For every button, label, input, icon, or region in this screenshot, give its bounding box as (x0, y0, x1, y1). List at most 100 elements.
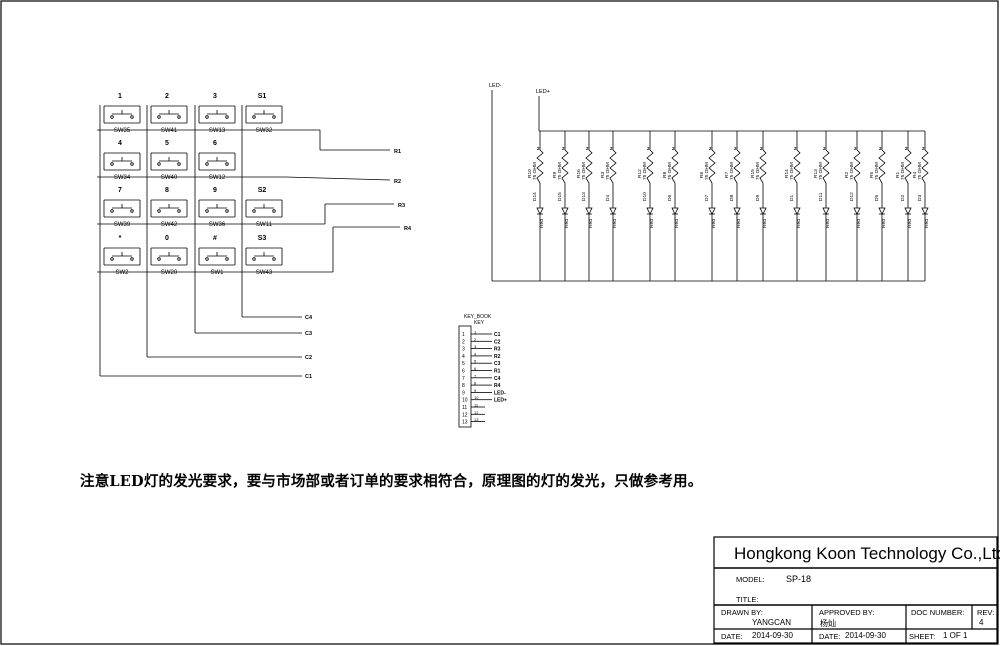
switch-contact (272, 209, 276, 213)
switch-ref: SW39 (114, 222, 131, 228)
pin-number: 2 (586, 146, 589, 151)
switch-contact (130, 209, 134, 213)
switch-contact (225, 209, 229, 213)
resistor (759, 149, 767, 184)
pin-number: 2 (854, 146, 857, 151)
resistor-ref: R3 (600, 172, 606, 178)
diode (708, 207, 716, 215)
led-ref: D6 (667, 195, 673, 201)
connector-body (458, 325, 472, 428)
resistor-value: 75 OHM (642, 162, 648, 180)
title-label: TITLE: (736, 595, 759, 604)
push-switch: SW32 (245, 105, 283, 134)
resistor-value: 75 OHM (900, 162, 906, 180)
switch-ref: SW20 (161, 270, 178, 276)
switch-contact (177, 162, 181, 166)
led-ref: D12 (849, 192, 855, 201)
led-ref: D11 (818, 192, 824, 201)
connector-pin-label: 6 (474, 366, 477, 371)
switch-ref: SW42 (161, 222, 178, 228)
switch-key-label: 0 (165, 235, 169, 242)
row-net-label: R3 (398, 203, 405, 209)
switch-key-label: 9 (213, 187, 217, 194)
switch-contact (225, 257, 229, 261)
connector-pin-number: 13 (462, 420, 468, 426)
switch-contact (130, 257, 134, 261)
resistor-ref: R10 (527, 169, 533, 178)
switch-ref: SW32 (256, 128, 273, 134)
resistor (878, 149, 886, 184)
switch-key-label: 4 (118, 140, 122, 147)
resistor-value: 75 OHM (755, 162, 761, 180)
diode (904, 207, 912, 215)
switch-ref: SW1 (210, 270, 224, 276)
keypad-matrix: 1SW352SW413SW13S1SW324SW345SW406SW127SW3… (97, 93, 412, 380)
switch-contact (110, 115, 114, 119)
diode (671, 207, 679, 215)
connector-pin-number: 12 (462, 412, 468, 418)
diode (536, 207, 544, 215)
switch-contact (157, 162, 161, 166)
resistor (793, 149, 801, 184)
switch-key-label: S3 (258, 235, 267, 242)
rev-label: REV: (977, 608, 995, 617)
resistor (904, 149, 912, 184)
switch-contact (252, 209, 256, 213)
title-block: Hongkong Koon Technology Co.,Ltd. MODEL:… (714, 537, 1000, 643)
led-color: Red (856, 219, 862, 228)
led-color: Red (612, 219, 618, 228)
pin-number: 2 (734, 146, 737, 151)
resistor (646, 149, 654, 184)
push-switch: SW40 (150, 152, 188, 181)
diode (853, 207, 861, 215)
push-switch: SW42 (150, 199, 188, 228)
switch-ref: SW13 (209, 128, 226, 134)
switch-ref: SW12 (209, 175, 226, 181)
pin-number: 2 (794, 146, 797, 151)
diode (878, 207, 886, 215)
diode (561, 207, 569, 215)
date-value-1: 2014-09-30 (752, 631, 793, 640)
led-neg-label: LED- (489, 83, 502, 89)
pin-number: 2 (709, 146, 712, 151)
date-value-2: 2014-09-30 (845, 631, 886, 640)
led-color: Red (649, 219, 655, 228)
led-ref: D5 (874, 195, 880, 201)
connector-net-label: C4 (494, 376, 501, 382)
switch-contact (205, 162, 209, 166)
switch-ref: SW2 (115, 270, 129, 276)
switch-contact (225, 115, 229, 119)
wire (285, 176, 391, 181)
diode (585, 207, 593, 215)
led-pos-label: LED+ (536, 89, 550, 95)
connector-pin-label: 7 (474, 373, 477, 378)
push-switch: SW39 (103, 199, 141, 228)
resistor-value: 75 OHM (789, 162, 795, 180)
diode (733, 207, 741, 215)
connector-pin-number: 10 (462, 398, 468, 404)
pin-number: 2 (879, 146, 882, 151)
led-color: Red (825, 219, 831, 228)
row-net-label: R1 (394, 149, 401, 155)
push-switch: SW41 (150, 105, 188, 134)
company-name: Hongkong Koon Technology Co.,Ltd. (734, 544, 1000, 563)
led-color: Red (588, 219, 594, 228)
approved-label: APPROVED BY: (819, 608, 875, 617)
resistor (536, 149, 544, 184)
resistor-value: 75 OHM (581, 162, 587, 180)
diode (921, 207, 929, 215)
resistor (609, 149, 617, 184)
led-ref: D4 (605, 195, 611, 201)
switch-contact (272, 115, 276, 119)
resistor-ref: R13 (813, 169, 819, 178)
resistor-ref: R15 (750, 169, 756, 178)
switch-contact (252, 257, 256, 261)
switch-key-label: 7 (118, 187, 122, 194)
connector-net-label: LED- (494, 390, 506, 396)
column-net-label: C1 (305, 374, 312, 380)
